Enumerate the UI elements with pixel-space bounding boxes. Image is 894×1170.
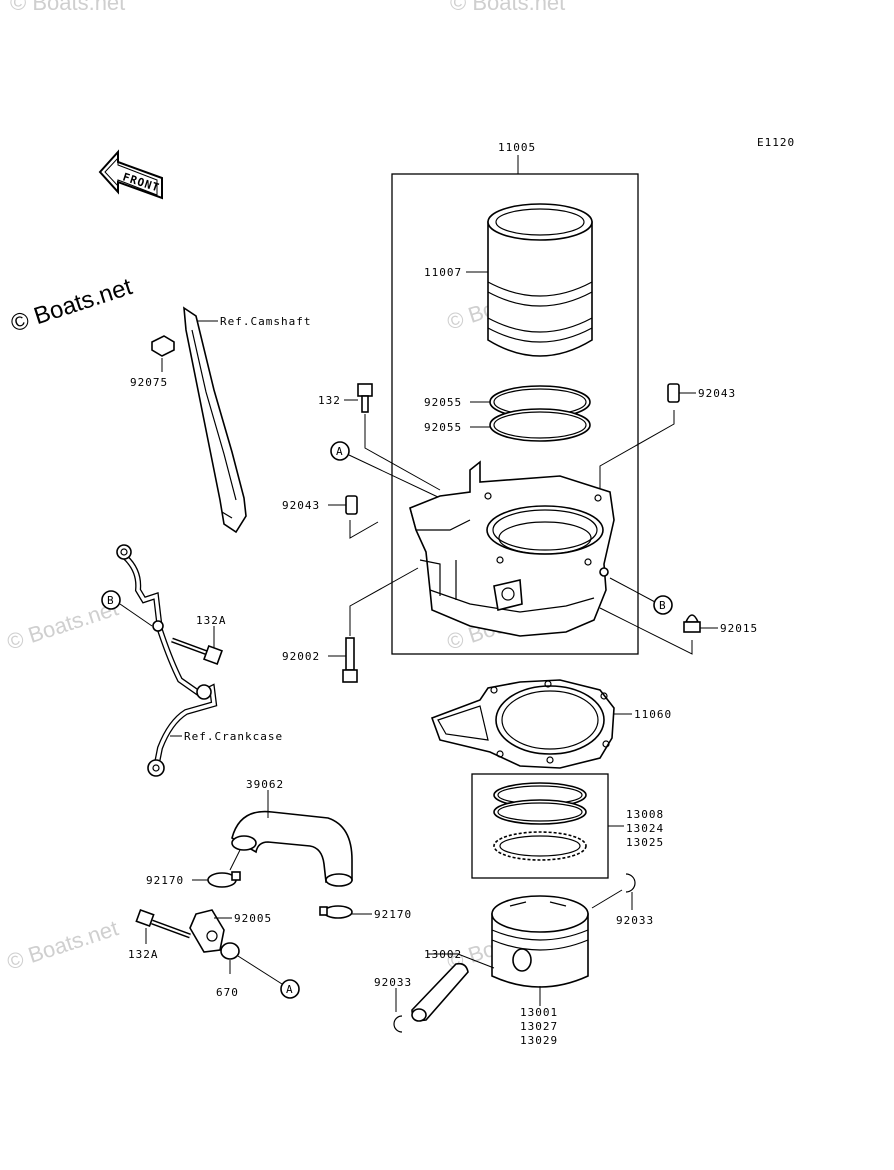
callout-11005: 11005 (498, 141, 536, 154)
bolt-132a-upper (171, 637, 223, 665)
circlip-left (393, 1015, 403, 1033)
cylinder-liner (487, 203, 593, 357)
ref-marker-b-right-label: B (659, 599, 667, 612)
callout-92005: 92005 (234, 912, 272, 925)
callout-670: 670 (216, 986, 239, 999)
front-arrow-icon: FRONT (98, 149, 163, 200)
chain-guide (183, 306, 247, 534)
callout-92075: 92075 (130, 376, 168, 389)
breather-fitting (189, 909, 225, 953)
callout-92033-left: 92033 (374, 976, 412, 989)
piston-rings (493, 782, 587, 861)
callout-ref-camshaft: Ref.Camshaft (220, 315, 311, 328)
guide-clip (151, 335, 175, 357)
bolt-132 (357, 383, 373, 413)
callout-132a-lower: 132A (128, 948, 159, 961)
callout-92015: 92015 (720, 622, 758, 635)
callout-11060: 11060 (634, 708, 672, 721)
callout-92055-lower: 92055 (424, 421, 462, 434)
callout-13002: 13002 (424, 948, 462, 961)
oil-pipe (116, 544, 218, 777)
ref-marker-a-label: A (336, 445, 344, 458)
dowel-pin-left (345, 495, 358, 515)
ref-marker-a-lower (280, 979, 300, 999)
piston-pin (411, 962, 469, 1022)
callout-92043-left: 92043 (282, 499, 320, 512)
ref-marker-a-lower-label: A (286, 983, 294, 996)
callout-92170-left: 92170 (146, 874, 184, 887)
bolt-132a-lower (135, 908, 191, 939)
callout-132a-upper: 132A (196, 614, 227, 627)
dowel-pin-right (667, 383, 680, 403)
hose-clamp-right (319, 905, 353, 919)
callout-11007: 11007 (424, 266, 462, 279)
ref-marker-b-right (653, 595, 673, 615)
stud-bolt (342, 637, 358, 683)
piston (491, 895, 589, 988)
breather-hose (231, 810, 353, 887)
callout-92055-upper: 92055 (424, 396, 462, 409)
ref-marker-a (330, 441, 350, 461)
ref-marker-b-left (101, 590, 121, 610)
callout-92033-right: 92033 (616, 914, 654, 927)
circlip-right (625, 873, 636, 893)
callout-13001: 13001 (520, 1006, 558, 1019)
watermark-faint: © Boats.net (10, 0, 125, 15)
callout-39062: 39062 (246, 778, 284, 791)
watermark-main: © Boats.net (8, 273, 136, 338)
watermark-faint: © Boats.net (450, 0, 565, 15)
o-rings (489, 385, 591, 442)
callout-13025: 13025 (626, 836, 664, 849)
watermark-faint: © Boats.net (4, 915, 121, 974)
callout-13008: 13008 (626, 808, 664, 821)
acorn-nut (683, 614, 701, 633)
hose-clamp-left (207, 871, 241, 888)
callout-ref-crankcase: Ref.Crankcase (184, 730, 283, 743)
callout-13027: 13027 (520, 1020, 558, 1033)
callout-13024: 13024 (626, 822, 664, 835)
head-gasket (430, 679, 615, 769)
cylinder-assembly-box (391, 173, 639, 655)
callout-92043-right: 92043 (698, 387, 736, 400)
callout-92170-right: 92170 (374, 908, 412, 921)
callout-132: 132 (318, 394, 341, 407)
ref-marker-b-left-label: B (107, 594, 115, 607)
cylinder-block (409, 460, 615, 637)
diagram-code: E1120 (757, 136, 795, 149)
o-ring-670 (220, 942, 240, 960)
callout-92002: 92002 (282, 650, 320, 663)
callout-13029: 13029 (520, 1034, 558, 1047)
